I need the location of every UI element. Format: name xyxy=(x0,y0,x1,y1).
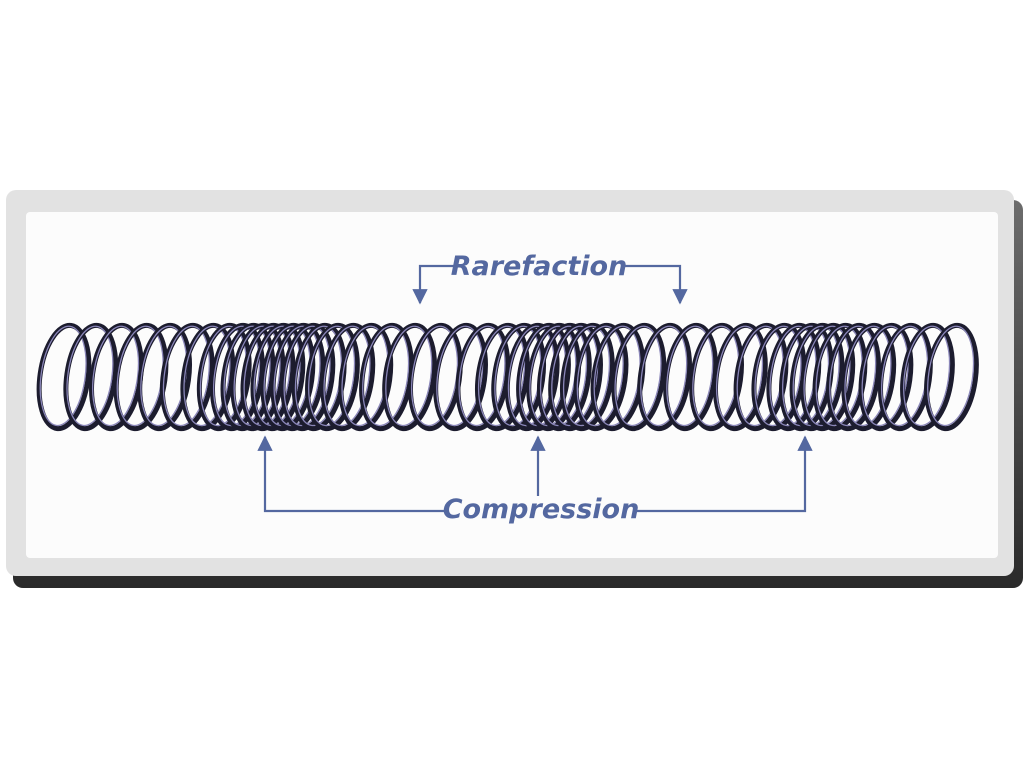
coil-loop xyxy=(560,322,615,432)
coil-loop-highlight xyxy=(754,325,802,427)
coil-loop xyxy=(800,322,856,432)
coil-loop-highlight xyxy=(927,325,975,427)
coil-loop-highlight xyxy=(903,325,951,427)
coil-loop xyxy=(573,322,629,432)
coil-loop xyxy=(789,322,845,432)
spring-coil xyxy=(36,322,979,432)
coil-loop-highlight xyxy=(308,325,356,427)
coil-loop-highlight xyxy=(66,325,114,427)
coil-loop-highlight xyxy=(362,325,410,427)
coil-loop-highlight xyxy=(666,325,714,427)
coil-loop xyxy=(137,322,192,432)
rarefaction-label: Rarefaction xyxy=(451,251,628,282)
compression-right-arrow xyxy=(636,435,813,513)
coil-loop-highlight xyxy=(283,325,331,427)
rarefaction-right-arrow xyxy=(622,264,688,305)
rarefaction-bracket: Rarefaction xyxy=(412,251,688,305)
rarefaction-left-arrow xyxy=(412,264,456,305)
coil-loop-highlight xyxy=(477,325,526,427)
coil-loop-highlight xyxy=(539,325,588,427)
coil-loop xyxy=(611,322,667,432)
coil-loop xyxy=(382,322,437,432)
coil-loop-highlight xyxy=(323,325,371,427)
coil-loop-highlight xyxy=(640,325,688,427)
coil-loop xyxy=(689,322,744,432)
coil-loop-highlight xyxy=(803,325,851,427)
coil-loop xyxy=(475,322,530,432)
coil-loop xyxy=(858,322,914,432)
coil-loop xyxy=(537,322,592,432)
coil-loop xyxy=(36,322,92,432)
coil-loop-highlight xyxy=(576,325,624,427)
coil-loop-highlight xyxy=(716,325,764,427)
coil-loop xyxy=(713,322,768,432)
coil-loop xyxy=(841,322,897,432)
coil-loop-highlight xyxy=(792,325,840,427)
panel-face xyxy=(26,212,998,558)
coil-loop-highlight xyxy=(39,325,87,427)
coil-loop xyxy=(433,322,488,432)
coil-loop xyxy=(826,322,881,432)
coil-loop-highlight xyxy=(829,325,877,427)
coil-loop xyxy=(305,322,360,432)
coil-loop-highlight xyxy=(436,325,484,427)
coil-loop xyxy=(733,322,789,432)
coil-loop-highlight xyxy=(162,325,210,427)
coil-loop-highlight xyxy=(551,325,599,427)
coil-loop xyxy=(504,322,560,432)
compression-left-arrow xyxy=(257,435,448,513)
coil-loop xyxy=(548,322,603,432)
coil-loop xyxy=(280,322,336,432)
compression-label: Compression xyxy=(443,494,640,525)
coil-loop-highlight xyxy=(861,325,909,427)
coil-loop xyxy=(196,322,252,432)
coil-loop xyxy=(924,322,979,432)
coil-loop xyxy=(900,322,955,432)
diagram-panel xyxy=(6,190,1023,588)
coil-loop-highlight xyxy=(614,325,662,427)
coil-loop-highlight xyxy=(183,325,231,427)
coil-loop xyxy=(320,322,376,432)
coil-loop-highlight xyxy=(92,325,140,427)
coil-loop xyxy=(338,322,394,432)
coil-loop xyxy=(637,322,692,432)
coil-loop-highlight xyxy=(844,325,892,427)
coil-loop xyxy=(491,322,546,432)
coil-loop-highlight xyxy=(385,325,433,427)
compression-bracket: Compression xyxy=(257,435,813,525)
coil-loop-highlight xyxy=(562,325,611,427)
coil-loop-highlight xyxy=(458,325,506,427)
